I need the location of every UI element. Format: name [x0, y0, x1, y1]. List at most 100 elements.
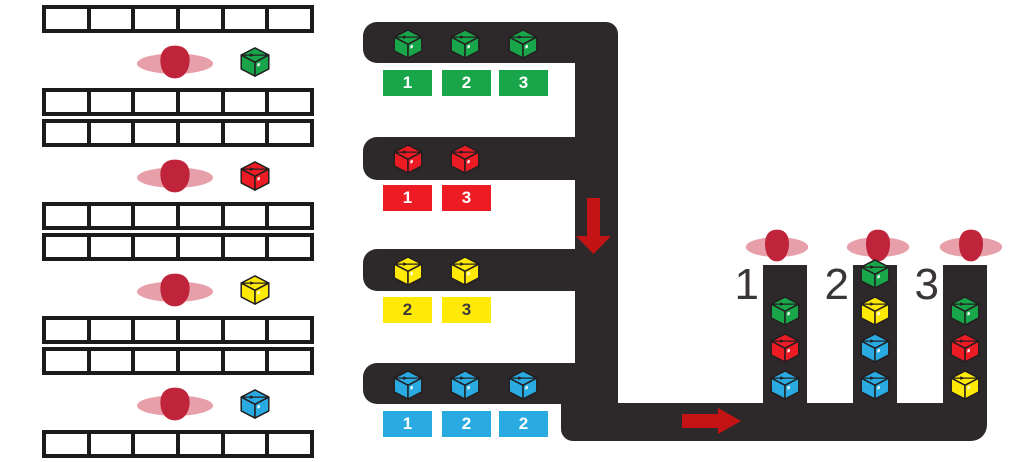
- shelf-cell: [91, 320, 136, 340]
- green-order-label: 2: [442, 70, 491, 96]
- shelf-cell: [225, 434, 270, 454]
- shelf-row: [42, 347, 314, 375]
- green-box-icon: [950, 296, 980, 326]
- blue-box-icon: [860, 370, 890, 400]
- red-order-label: 1: [383, 185, 432, 211]
- yellow-box-icon: [450, 256, 480, 286]
- shelf-cell: [225, 351, 270, 371]
- shelf-cell: [225, 237, 270, 257]
- shelf-cell: [180, 320, 225, 340]
- yellow-order-label: 3: [442, 297, 491, 323]
- shelf-cell: [46, 237, 91, 257]
- shelf-row: [42, 5, 314, 33]
- shelf-cell: [135, 9, 181, 29]
- green-box-icon: [393, 29, 423, 59]
- lane-number: 3: [914, 260, 939, 309]
- shelf-cell: [91, 237, 136, 257]
- blue-order-label: 2: [442, 411, 491, 437]
- blue-box-icon: [508, 370, 538, 400]
- shelf-cell: [225, 9, 270, 29]
- shelf-row: [42, 202, 314, 230]
- blue-box-icon: [450, 370, 480, 400]
- shelf-cell: [46, 320, 91, 340]
- picker-person-icon: [136, 158, 214, 194]
- shelf-cell: [135, 92, 181, 112]
- red-box-icon: [950, 333, 980, 363]
- shelf-cell: [91, 351, 136, 371]
- shelf-cell: [269, 123, 310, 143]
- worker-person-icon: [846, 228, 910, 263]
- shelf-cell: [180, 434, 225, 454]
- shelf-row: [42, 316, 314, 344]
- shelf-row: [42, 233, 314, 261]
- green-box-icon: [770, 296, 800, 326]
- shelf-cell: [135, 206, 181, 226]
- blue-order-label: 2: [499, 411, 548, 437]
- green-order-label: 3: [499, 70, 548, 96]
- shelf-cell: [135, 351, 181, 371]
- worker-person-icon: [939, 228, 1003, 263]
- red-box-icon: [240, 161, 270, 191]
- shelf-cell: [269, 9, 310, 29]
- shelf-cell: [91, 434, 136, 454]
- shelf-cell: [91, 123, 136, 143]
- yellow-order-label: 2: [383, 297, 432, 323]
- right-arrow-icon: [682, 408, 741, 434]
- shelf-cell: [135, 320, 181, 340]
- red-box-icon: [393, 144, 423, 174]
- shelf-cell: [269, 237, 310, 257]
- blue-box-icon: [393, 370, 423, 400]
- green-order-label: 1: [383, 70, 432, 96]
- yellow-box-icon: [393, 256, 423, 286]
- shelf-row: [42, 430, 314, 458]
- shelf-cell: [91, 9, 136, 29]
- shelf-cell: [180, 9, 225, 29]
- shelf-cell: [135, 434, 181, 454]
- picker-person-icon: [136, 44, 214, 80]
- blue-box-icon: [770, 370, 800, 400]
- shelf-cell: [46, 92, 91, 112]
- shelf-cell: [46, 9, 91, 29]
- shelf-cell: [91, 206, 136, 226]
- shelf-cell: [269, 351, 310, 371]
- yellow-box-icon: [860, 296, 890, 326]
- shelf-cell: [180, 351, 225, 371]
- shelf-cell: [225, 123, 270, 143]
- shelf-row: [42, 88, 314, 116]
- green-box-icon: [860, 259, 890, 289]
- red-box-icon: [450, 144, 480, 174]
- shelf-row: [42, 119, 314, 147]
- blue-order-label: 1: [383, 411, 432, 437]
- shelf-cell: [225, 92, 270, 112]
- shelf-cell: [269, 320, 310, 340]
- red-box-icon: [770, 333, 800, 363]
- shelf-cell: [180, 206, 225, 226]
- worker-person-icon: [745, 228, 809, 263]
- shelf-cell: [180, 92, 225, 112]
- shelf-cell: [135, 237, 181, 257]
- green-box-icon: [508, 29, 538, 59]
- picker-person-icon: [136, 386, 214, 422]
- yellow-box-icon: [950, 370, 980, 400]
- shelf-cell: [269, 92, 310, 112]
- shelf-cell: [269, 434, 310, 454]
- picker-person-icon: [136, 272, 214, 308]
- green-box-icon: [450, 29, 480, 59]
- shelf-cell: [225, 206, 270, 226]
- main-conveyor-bottom: [561, 403, 987, 441]
- shelf-cell: [135, 123, 181, 143]
- shelf-cell: [46, 123, 91, 143]
- shelf-cell: [91, 92, 136, 112]
- shelf-cell: [269, 206, 310, 226]
- shelf-cell: [180, 237, 225, 257]
- blue-box-icon: [860, 333, 890, 363]
- lane-number: 2: [824, 260, 849, 309]
- shelf-cell: [46, 206, 91, 226]
- blue-box-icon: [240, 389, 270, 419]
- yellow-box-icon: [240, 275, 270, 305]
- shelf-cell: [225, 320, 270, 340]
- shelf-cell: [46, 351, 91, 371]
- green-box-icon: [240, 47, 270, 77]
- shelf-cell: [180, 123, 225, 143]
- down-arrow-icon: [576, 198, 611, 254]
